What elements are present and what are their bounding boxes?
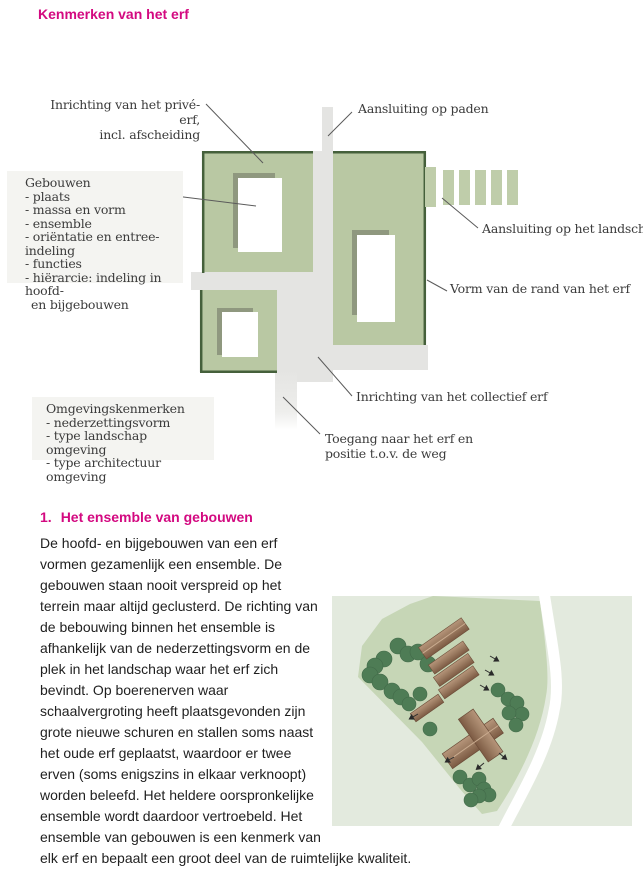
illus-road <box>496 586 563 838</box>
label-paden: Aansluiting op paden <box>358 101 489 116</box>
section-heading: 1.Het ensemble van gebouwen <box>40 509 253 525</box>
landscape-hatch <box>425 167 518 207</box>
south-band <box>333 345 428 370</box>
gebouwen-item: - massa en vorm <box>25 202 126 217</box>
omgeving-title: Omgevingskenmerken <box>46 401 185 416</box>
main-building <box>238 178 282 252</box>
section-ensemble: 1.Het ensemble van gebouwen <box>40 509 632 869</box>
erf-diagram: Inrichting van het privé-erf, incl. afsc… <box>0 95 643 483</box>
gebouwen-item: - ensemble <box>25 215 92 231</box>
barn-building <box>357 235 395 322</box>
side-building <box>222 312 258 357</box>
illus-arrows <box>408 655 508 771</box>
label-toegang: Toegang naar het erf en positie t.o.v. d… <box>325 431 473 461</box>
omgeving-item: - nederzettingsvorm <box>46 414 171 430</box>
label-landschap: Aansluiting op het landschap <box>482 221 643 236</box>
illus-barns <box>418 617 480 700</box>
omgeving-item: - type landschap omgeving <box>46 428 147 457</box>
inner-path <box>313 151 333 274</box>
gebouwen-note: Gebouwen - plaats - massa en vorm - ense… <box>7 171 183 311</box>
omgeving-item: - type architectuur omgeving <box>46 455 161 484</box>
omgeving-note: Omgevingskenmerken - nederzettingsvorm -… <box>32 397 214 483</box>
gebouwen-item: en bijgebouwen <box>31 296 129 312</box>
path-to-north <box>322 107 333 153</box>
gebouwen-item: - plaats <box>25 188 70 204</box>
gebouwen-title: Gebouwen <box>25 175 91 190</box>
body-paragraph: De hoofd- en bijgebouwen van een erf vor… <box>40 535 412 866</box>
erf-plan-figure <box>69 103 518 435</box>
central-court <box>277 272 333 382</box>
label-prive-erf: Inrichting van het privé-erf, incl. afsc… <box>50 97 200 142</box>
erf-aerial-figure <box>332 586 632 838</box>
label-rand: Vorm van de rand van het erf <box>450 281 630 296</box>
erf-aerial-illustration <box>332 586 632 838</box>
gebouwen-item: - functies <box>25 256 82 271</box>
page-title: Kenmerken van het erf <box>38 6 189 22</box>
section-number: 1. <box>40 509 52 525</box>
illus-trees <box>361 637 530 808</box>
erf-boundary <box>199 150 427 374</box>
gebouwen-item: - hiërarcie: indeling in hoofd- <box>25 269 162 298</box>
label-collectief: Inrichting van het collectief erf <box>356 389 548 404</box>
gebouwen-item: - oriëntatie en entree-indeling <box>25 229 160 258</box>
buildings <box>217 173 395 357</box>
section-body: De hoofd- en bijgebouwen van een erf vor… <box>40 533 632 869</box>
